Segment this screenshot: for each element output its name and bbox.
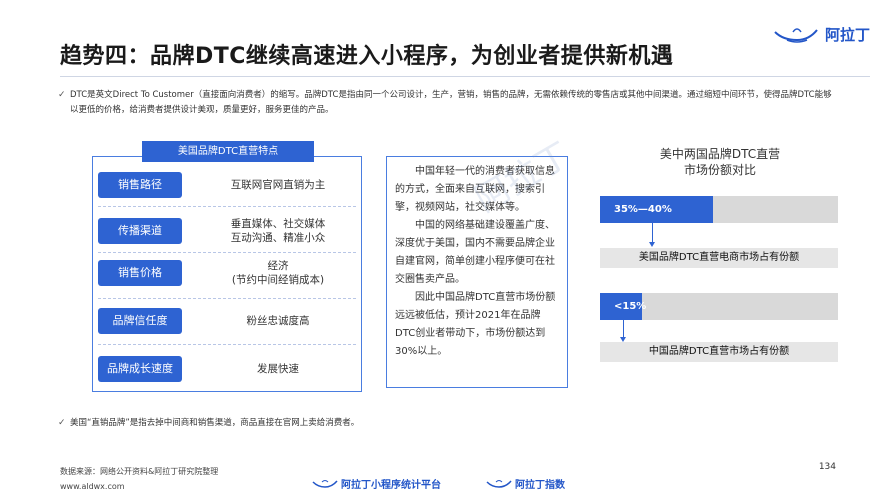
feature-row: 销售价格 经济 (节约中间经销成本) [98, 260, 356, 286]
feature-row: 品牌信任度 粉丝忠诚度高 [98, 308, 356, 334]
magic-lamp-icon [312, 480, 338, 488]
brand-logo: 阿拉丁 [773, 22, 870, 46]
arrow-line [623, 320, 624, 340]
feature-label: 销售路径 [98, 172, 182, 198]
feature-label: 品牌信任度 [98, 308, 182, 334]
feature-heading: 美国品牌DTC直营特点 [142, 141, 314, 162]
comparison-bar: 35%—40% [600, 196, 714, 223]
comparison-bar-track: <15% [600, 293, 838, 320]
comparison-caption: 美国品牌DTC直营电商市场占有份额 [600, 248, 838, 268]
check-icon: ✓ [58, 418, 66, 428]
intro-bullet: ✓ DTC是英文Direct To Customer（直接面向消费者）的缩写。品… [58, 88, 840, 118]
comparison-caption: 中国品牌DTC直营市场占有份额 [600, 342, 838, 362]
magic-lamp-icon [774, 28, 818, 43]
feature-row: 传播渠道 垂直媒体、社交媒体 互动沟通、精准小众 [98, 218, 356, 244]
footnote-bullet: ✓ 美国“直销品牌”是指去掉中间商和销售渠道，商品直接在官网上卖给消费者。 [58, 416, 840, 431]
arrow-line [652, 223, 653, 245]
analysis-paragraph: 中国的网络基础建设覆盖广度、深度优于美国，国内不需要品牌企业自建官网，简单创建小… [395, 220, 555, 285]
feature-desc: 发展快速 [257, 363, 299, 375]
feature-row: 销售路径 互联网官网直销为主 [98, 172, 356, 198]
footnote-text: 美国“直销品牌”是指去掉中间商和销售渠道，商品直接在官网上卖给消费者。 [70, 418, 360, 428]
feature-desc: 垂直媒体、社交媒体 互动沟通、精准小众 [230, 218, 326, 244]
analysis-paragraph: 中国年轻一代的消费者获取信息的方式，全面来自互联网，搜索引擎，视频网站，社交媒体… [395, 166, 555, 213]
page-number: 134 [818, 462, 836, 472]
arrow-down-icon [649, 242, 655, 247]
feature-desc: 粉丝忠诚度高 [246, 315, 310, 327]
check-icon: ✓ [58, 90, 66, 100]
feature-divider [98, 344, 356, 345]
china-analysis-box: 中国年轻一代的消费者获取信息的方式，全面来自互联网，搜索引擎，视频网站，社交媒体… [386, 156, 568, 388]
footer-brand-stats: 阿拉丁小程序统计平台 [312, 476, 441, 491]
feature-label: 销售价格 [98, 260, 182, 286]
feature-divider [98, 206, 356, 207]
feature-label: 传播渠道 [98, 218, 182, 244]
comparison-bar: <15% [600, 293, 646, 320]
magic-lamp-icon [486, 480, 512, 488]
feature-divider [98, 298, 356, 299]
feature-desc: 经济 (节约中间经销成本) [231, 260, 325, 286]
feature-divider [98, 252, 356, 253]
feature-label: 品牌成长速度 [98, 356, 182, 382]
intro-text: DTC是英文Direct To Customer（直接面向消费者）的缩写。品牌D… [70, 90, 832, 115]
comparison-title: 美中两国品牌DTC直营 市场份额对比 [659, 147, 781, 177]
analysis-paragraph: 因此中国品牌DTC直营市场份额远远被低估，预计2021年在品牌DTC创业者带动下… [395, 292, 556, 357]
comparison-bar-track: 35%—40% [600, 196, 838, 223]
data-source: 数据来源：网络公开资料&阿拉丁研究院整理 [60, 467, 219, 476]
page-title: 趋势四：品牌DTC继续高速进入小程序，为创业者提供新机遇 [60, 44, 674, 69]
arrow-down-icon [620, 337, 626, 342]
feature-desc: 互联网官网直销为主 [230, 179, 326, 191]
footer-brand-index: 阿拉丁指数 [486, 476, 565, 491]
logo-text: 阿拉丁 [824, 25, 870, 44]
feature-row: 品牌成长速度 发展快速 [98, 356, 356, 382]
title-divider [60, 76, 870, 77]
website-link[interactable]: www.aldwx.com [60, 482, 125, 491]
